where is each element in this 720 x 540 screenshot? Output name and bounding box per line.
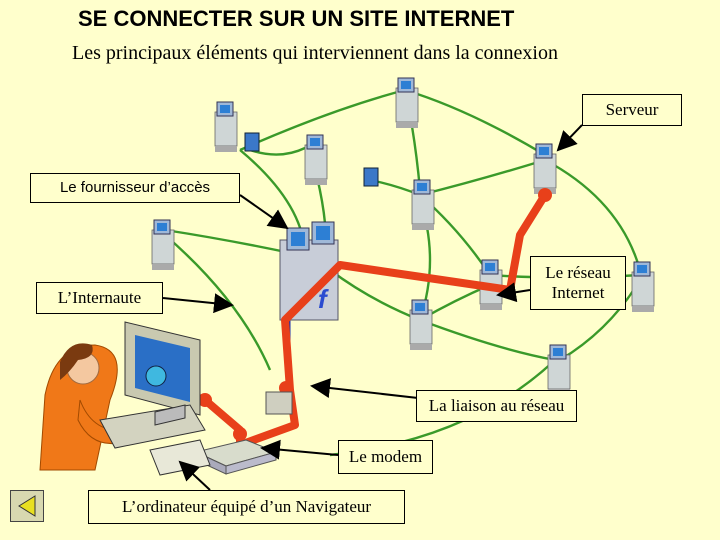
page-title: SE CONNECTER SUR UN SITE INTERNET — [78, 6, 515, 31]
label-modem: Le modem — [338, 440, 433, 474]
label-ordinateur: L’ordinateur équipé d’un Navigateur — [88, 490, 405, 524]
server-left-icon — [214, 101, 238, 153]
server-lower-icon — [409, 299, 433, 351]
server-mid-icon — [304, 134, 328, 186]
server-main-icon — [533, 143, 557, 195]
server-east-icon — [631, 261, 655, 313]
server-west-icon — [151, 219, 175, 271]
label-reseau-internet: Le réseau Internet — [530, 256, 626, 310]
user-at-computer-icon — [39, 321, 211, 476]
back-button[interactable] — [10, 490, 44, 522]
isp-modem-icon — [265, 391, 293, 415]
label-liaison: La liaison au réseau — [416, 390, 577, 422]
server-top-icon — [395, 77, 419, 129]
label-reseau-line1: Le réseau — [545, 262, 611, 282]
svg-text:f: f — [318, 284, 329, 314]
label-internaute: L’Internaute — [36, 282, 163, 314]
back-arrow-icon — [18, 495, 36, 517]
label-fournisseur: Le fournisseur d’accès — [30, 173, 240, 203]
label-arrows — [162, 124, 583, 491]
modem-icon — [194, 439, 278, 475]
page-subtitle: Les principaux éléments qui interviennen… — [72, 42, 558, 64]
server-center-icon — [411, 179, 435, 231]
packet-flag-icon — [244, 132, 379, 187]
label-reseau-line2: Internet — [551, 283, 605, 302]
server-south-icon — [547, 344, 571, 396]
label-serveur: Serveur — [582, 94, 682, 126]
